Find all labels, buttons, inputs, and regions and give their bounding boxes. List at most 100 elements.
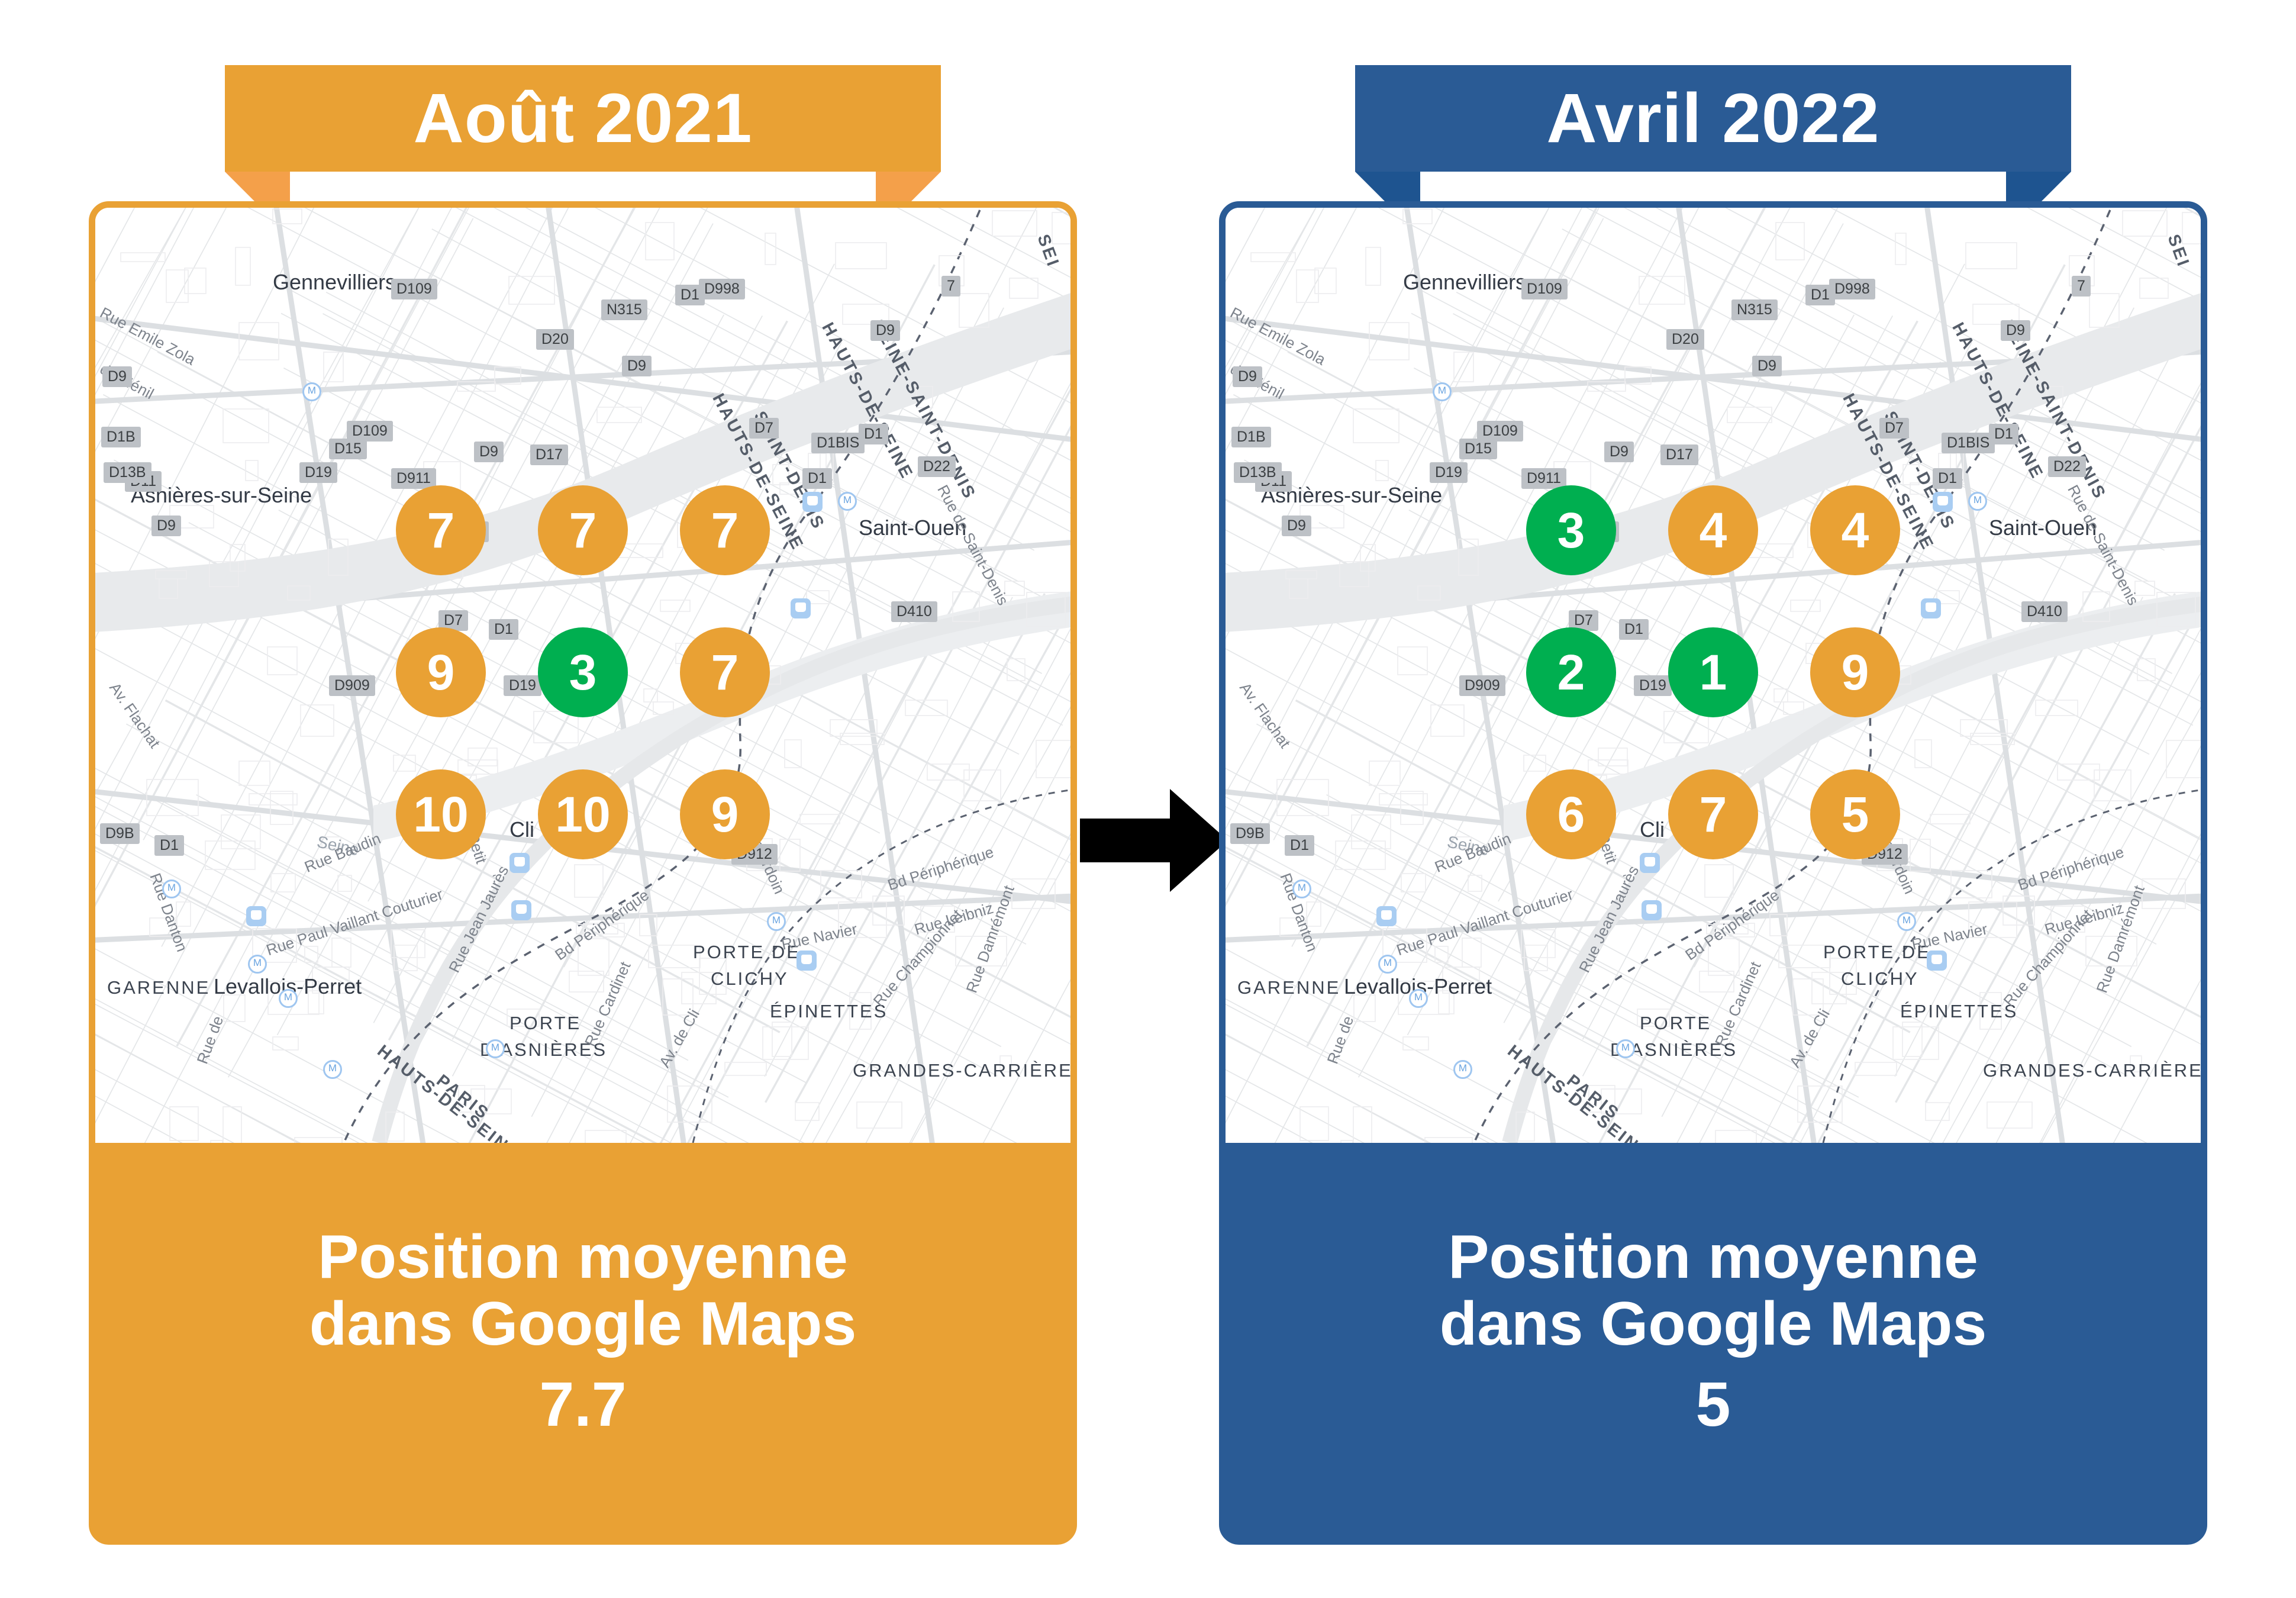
metro-station-icon: M xyxy=(1968,492,1987,511)
road-shield: D109 xyxy=(1521,279,1568,299)
road-shield: D13B xyxy=(104,462,151,483)
road-shield: D9 xyxy=(1752,356,1782,376)
road-shield: D7 xyxy=(438,610,468,631)
road-shield: D410 xyxy=(891,601,937,622)
road-shield: D9 xyxy=(1282,516,1311,536)
road-shield: D1 xyxy=(675,285,705,305)
metro-station-icon: M xyxy=(1409,989,1428,1008)
road-shield: N315 xyxy=(1731,299,1778,320)
road-shield: D998 xyxy=(699,279,745,299)
banner-title: Avril 2022 xyxy=(1546,79,1880,157)
train-station-icon xyxy=(802,492,823,512)
road-shield: D13B xyxy=(1234,462,1282,483)
metro-station-icon: M xyxy=(1616,1039,1635,1058)
road-shield: N315 xyxy=(601,299,647,320)
road-shield: D9 xyxy=(102,366,132,387)
train-station-icon xyxy=(246,906,266,926)
footer-line-1: Position moyenne xyxy=(1448,1223,1978,1292)
map-position-marker[interactable]: 7 xyxy=(538,485,628,575)
arrow-right-icon xyxy=(1080,784,1228,897)
road-shield: D9 xyxy=(2001,320,2030,341)
road-shield: D1 xyxy=(489,619,518,640)
map-position-marker[interactable]: 9 xyxy=(1810,627,1900,717)
footer-before: Position moyenne dans Google Maps 7.7 xyxy=(95,1143,1070,1538)
road-shield: D9 xyxy=(151,516,181,536)
metro-station-icon: M xyxy=(1292,879,1311,898)
metro-station-icon: M xyxy=(1378,955,1397,974)
train-station-icon xyxy=(511,900,531,920)
road-shield: D19 xyxy=(299,462,337,483)
road-shield: D1 xyxy=(1619,619,1649,640)
footer-line-2: dans Google Maps xyxy=(1439,1289,1987,1358)
road-shield: D1 xyxy=(1933,468,1962,489)
road-shield: 7 xyxy=(941,276,960,297)
average-position-value: 5 xyxy=(1695,1370,1731,1440)
map-position-marker[interactable]: 10 xyxy=(396,769,486,859)
road-shield: D19 xyxy=(504,675,541,696)
road-shield: D7 xyxy=(749,418,779,439)
map-position-marker[interactable]: 7 xyxy=(680,485,770,575)
footer-line-2: dans Google Maps xyxy=(309,1289,857,1358)
road-shield: D17 xyxy=(530,444,568,465)
road-shield: D20 xyxy=(536,329,574,350)
road-shield: D1BIS xyxy=(1942,433,1995,453)
footer-line-1: Position moyenne xyxy=(318,1223,848,1292)
road-shield: D911 xyxy=(391,468,436,489)
map-position-marker[interactable]: 2 xyxy=(1526,627,1616,717)
road-shield: D17 xyxy=(1660,444,1698,465)
train-station-icon xyxy=(1640,853,1660,873)
map-position-marker[interactable]: 10 xyxy=(538,769,628,859)
road-shield: D1B xyxy=(101,427,141,447)
map-position-marker[interactable]: 4 xyxy=(1810,485,1900,575)
train-station-icon xyxy=(1933,492,1953,512)
road-shield: D7 xyxy=(1879,418,1909,439)
map-position-marker[interactable]: 3 xyxy=(538,627,628,717)
map-position-marker[interactable]: 6 xyxy=(1526,769,1616,859)
road-shield: D9B xyxy=(100,823,140,844)
map-position-marker[interactable]: 7 xyxy=(396,485,486,575)
metro-station-icon: M xyxy=(323,1060,342,1079)
road-shield: D22 xyxy=(2048,456,2086,477)
road-shield: D19 xyxy=(1634,675,1672,696)
road-shield: D909 xyxy=(1459,675,1505,696)
train-station-icon xyxy=(791,598,811,618)
road-shield: D410 xyxy=(2021,601,2068,622)
metro-station-icon: M xyxy=(1453,1060,1472,1079)
road-shield: D1BIS xyxy=(811,433,865,453)
banner-after: Avril 2022 xyxy=(1355,65,2071,237)
metro-station-icon: M xyxy=(838,492,857,511)
map-position-marker[interactable]: 9 xyxy=(396,627,486,717)
metro-station-icon: M xyxy=(279,989,298,1008)
road-shield: D9 xyxy=(622,356,652,376)
banner-title: Août 2021 xyxy=(413,79,753,157)
train-station-icon xyxy=(796,951,817,971)
metro-station-icon: M xyxy=(486,1039,505,1058)
map-position-marker[interactable]: 7 xyxy=(1668,769,1758,859)
road-shield: D19 xyxy=(1430,462,1468,483)
road-shield: D9 xyxy=(1604,442,1634,462)
road-shield: D1B xyxy=(1231,427,1271,447)
metro-station-icon: M xyxy=(302,382,321,401)
train-station-icon xyxy=(509,853,530,873)
map-position-marker[interactable]: 5 xyxy=(1810,769,1900,859)
map-position-marker[interactable]: 9 xyxy=(680,769,770,859)
road-shield: D109 xyxy=(1477,421,1523,442)
road-shield: D909 xyxy=(329,675,375,696)
average-position-value: 7.7 xyxy=(539,1370,627,1440)
map-position-marker[interactable]: 3 xyxy=(1526,485,1616,575)
road-shield: D1 xyxy=(859,424,888,444)
map-position-marker[interactable]: 7 xyxy=(680,627,770,717)
footer-after: Position moyenne dans Google Maps 5 xyxy=(1226,1143,2201,1538)
map-position-marker[interactable]: 1 xyxy=(1668,627,1758,717)
road-shield: D9 xyxy=(870,320,900,341)
map-position-marker[interactable]: 4 xyxy=(1668,485,1758,575)
banner-before: Août 2021 xyxy=(225,65,941,237)
banner-body: Avril 2022 xyxy=(1355,65,2071,172)
